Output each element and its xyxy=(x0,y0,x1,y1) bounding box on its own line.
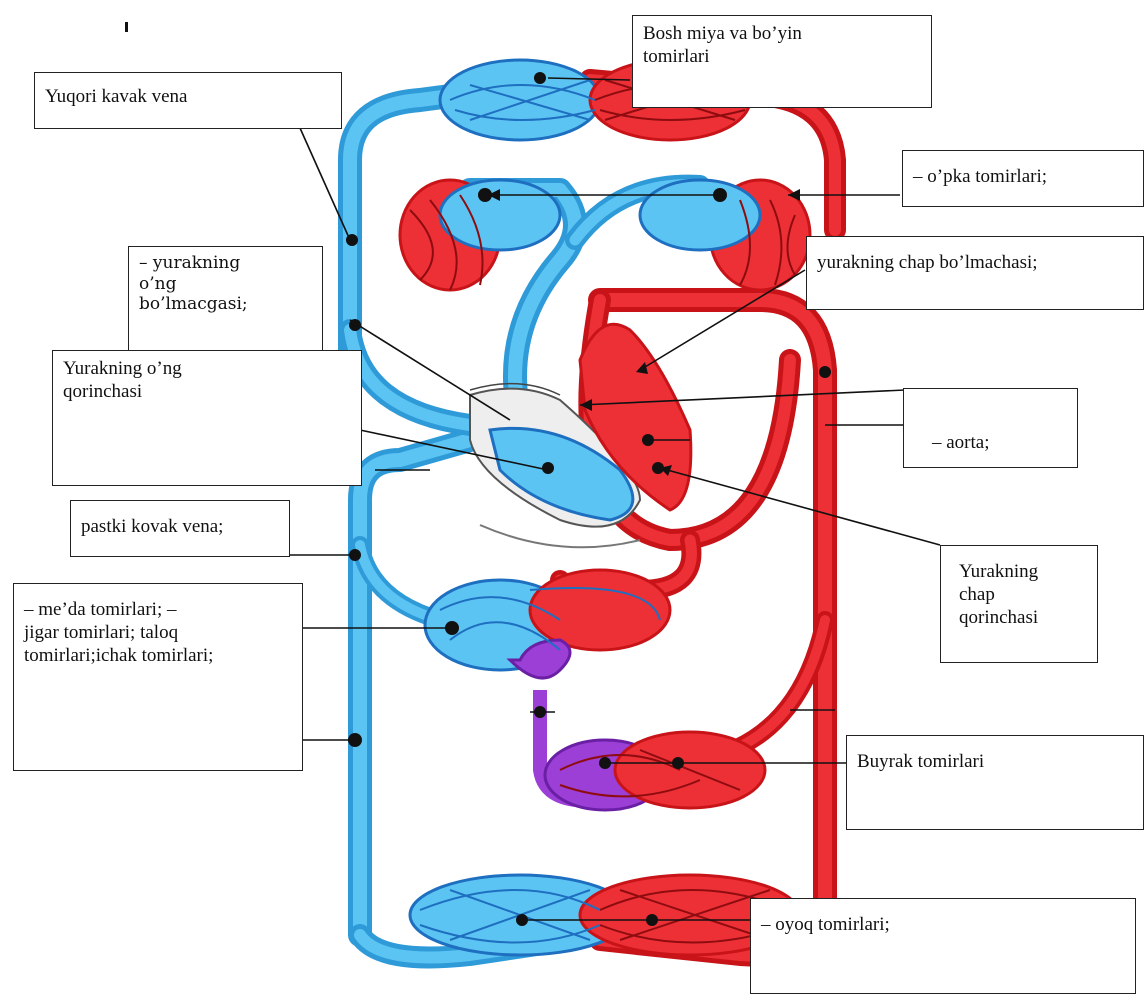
label-head-neck-vessels: Bosh miya va bo’yin tomirlari xyxy=(632,15,932,108)
capillary-kidneys xyxy=(545,732,765,810)
stray-mark xyxy=(125,22,128,32)
label-left-atrium: yurakning chap bo’lmachasi; xyxy=(806,236,1144,310)
label-digestive-vessels: – me’da tomirlari; – jigar tomirlari; ta… xyxy=(13,583,303,771)
heart xyxy=(470,324,691,547)
label-superior-vena-cava: Yuqori kavak vena xyxy=(34,72,342,129)
label-lung-vessels: – o’pka tomirlari; xyxy=(902,150,1144,207)
label-right-ventricle: Yurakning o’ng qorinchasi xyxy=(52,350,362,486)
label-left-ventricle: Yurakning chap qorinchasi xyxy=(940,545,1098,663)
label-inferior-vena-cava: pastki kovak vena; xyxy=(70,500,290,557)
capillary-lungs xyxy=(400,180,810,290)
label-right-atrium: – yurakning o’ng bo’lmacgasi; xyxy=(128,246,323,362)
label-leg-vessels: – oyoq tomirlari; xyxy=(750,898,1136,994)
label-kidney-vessels: Buyrak tomirlari xyxy=(846,735,1144,830)
label-aorta: – aorta; xyxy=(903,388,1078,468)
